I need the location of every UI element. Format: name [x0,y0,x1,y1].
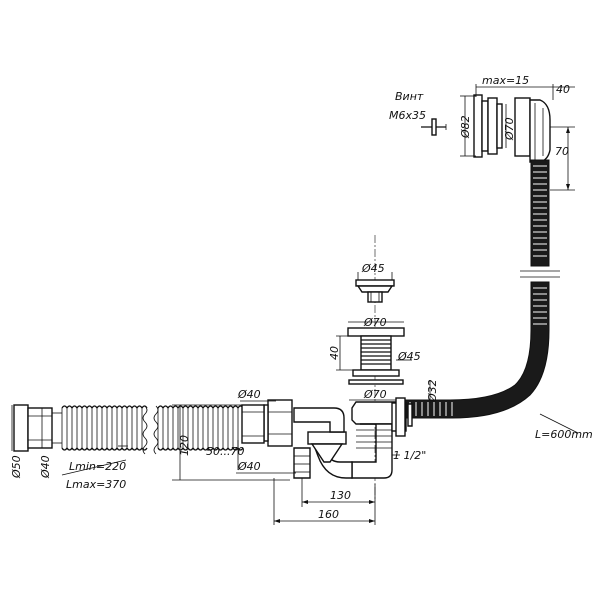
dim-160-label: 160 [318,508,339,521]
hose-vertical-upper [530,159,550,267]
drain-d70-bottom-label: Ø70 [363,388,387,401]
drain-body: Ø70 40 Ø45 Ø70 [328,316,421,401]
overflow-assembly: Винт М6x35 max=15 40 Ø82 Ø70 70 [389,74,575,191]
hose-length-label: L=600mm [535,428,593,441]
screw-title-label: Винт [395,90,424,103]
siphon-trap: Ø32 1 1/2" [263,379,439,479]
overflow-40-label: 40 [556,83,570,96]
corrugated-outlet-pipe: Ø50 Ø40 Lmin=220 Lmax=370 [10,404,265,491]
corrugation-left-segment [61,405,148,451]
corrugation-right-segment [157,405,244,451]
dim-130-label: 130 [330,489,351,502]
corrugated-overflow-hose: L=600mm [404,159,593,441]
hose-vertical-lower [404,281,550,419]
drain-thread [361,339,391,365]
outlet-d40-bottom-label: Ø40 [237,460,261,473]
corr-d50-label: Ø50 [10,455,23,479]
overflow-d70-label: Ø70 [503,117,516,141]
drain-d45-label: Ø45 [397,350,421,363]
dim-120-label: 120 [178,435,191,456]
thread-label: 1 1/2" [393,449,426,462]
hose-ribs [409,165,547,416]
drain-d70-top-label: Ø70 [363,316,387,329]
overflow-d82-label: Ø82 [459,115,472,139]
dim-50-70-label: 50...70 [206,445,244,458]
screw-part [421,118,447,136]
screw-size-label: М6x35 [389,109,426,122]
overflow-dimensions [460,84,575,191]
corrugation-outline [61,405,148,451]
overflow-70-label: 70 [555,145,569,158]
outlet-d40-top-label: Ø40 [237,388,261,401]
overflow-max-label: max=15 [482,74,529,87]
outlet-end-cuff [13,404,62,452]
overflow-cover [473,94,551,163]
pipe-d32-label: Ø32 [426,379,439,403]
corrugation-outline [157,405,244,451]
corr-d40-label: Ø40 [39,455,52,479]
outlet-dimensions: Ø40 120 50...70 Ø40 130 160 [172,388,376,525]
drain-40-label: 40 [328,346,341,360]
plug-d45-label: Ø45 [361,262,385,275]
lmax-label: Lmax=370 [66,478,126,491]
